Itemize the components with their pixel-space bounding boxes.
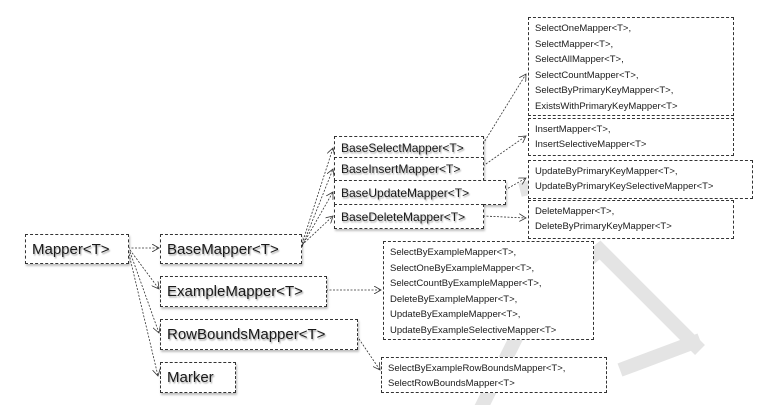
node-label: RowBoundsMapper<T> <box>167 326 326 343</box>
group-item: SelectOneMapper<T>, <box>535 23 632 34</box>
node-label: BaseInsertMapper<T> <box>341 162 461 176</box>
group-item: UpdateByExampleMapper<T>, <box>390 309 521 320</box>
node-baseselectmapper: BaseSelectMapper<T> <box>334 136 484 160</box>
group-item: SelectByExampleRowBoundsMapper<T>, <box>388 363 566 374</box>
arrow-base-to-insert <box>301 169 333 248</box>
arrow-mapper-to-marker <box>128 253 158 376</box>
group-item: SelectCountByExampleMapper<T>, <box>390 278 542 289</box>
node-marker: Marker <box>160 362 236 393</box>
group-item: ExistsWithPrimaryKeyMapper<T> <box>535 100 678 112</box>
arrow-mapper-to-rowboundsmapper <box>129 251 159 333</box>
group-item: UpdateByPrimaryKeyMapper<T>, <box>535 166 678 177</box>
group-select-mappers: SelectOneMapper<T>, SelectMapper<T>, Sel… <box>528 17 734 116</box>
arrow-base-to-select <box>300 148 333 248</box>
group-example-mappers: SelectByExampleMapper<T>, SelectOneByExa… <box>383 241 594 340</box>
group-item: SelectRowBoundsMapper<T> <box>388 378 515 389</box>
node-basedeletemapper: BaseDeleteMapper<T> <box>334 204 484 229</box>
group-item: SelectByPrimaryKeyMapper<T>, <box>535 85 674 96</box>
node-baseinsertmapper: BaseInsertMapper<T> <box>334 157 484 181</box>
group-update-mappers: UpdateByPrimaryKeyMapper<T>, UpdateByPri… <box>528 160 753 199</box>
group-insert-mappers: InsertMapper<T>, InsertSelectiveMapper<T… <box>528 118 734 156</box>
group-item: SelectMapper<T>, <box>535 38 614 50</box>
group-item: DeleteMapper<T>, <box>535 206 615 217</box>
node-basemapper: BaseMapper<T> <box>160 234 302 264</box>
group-rowbounds-mappers: SelectByExampleRowBoundsMapper<T>, Selec… <box>381 357 607 393</box>
arrow-base-to-delete <box>301 216 333 246</box>
group-delete-mappers: DeleteMapper<T>, DeleteByPrimaryKeyMappe… <box>528 200 734 239</box>
group-item: InsertMapper<T>, <box>535 124 611 135</box>
node-label: BaseUpdateMapper<T> <box>341 185 470 200</box>
group-item: SelectOneByExampleMapper<T>, <box>390 262 535 274</box>
node-label: ExampleMapper<T> <box>167 283 303 300</box>
arrow-base-to-update <box>301 192 333 247</box>
node-label: BaseDeleteMapper<T> <box>341 209 466 224</box>
arrow-delete-to-group <box>482 216 526 218</box>
arrow-update-to-group <box>504 178 526 191</box>
node-label: Mapper<T> <box>32 240 110 258</box>
group-item: DeleteByPrimaryKeyMapper<T> <box>535 221 672 232</box>
node-examplemapper: ExampleMapper<T> <box>160 276 327 307</box>
arrow-mapper-to-examplemapper <box>129 249 159 289</box>
arrow-rowbounds-to-group <box>356 335 380 370</box>
watermark-stroke-3 <box>617 333 703 377</box>
node-label: BaseSelectMapper<T> <box>341 141 464 155</box>
group-item: UpdateByPrimaryKeySelectiveMapper<T> <box>535 181 714 192</box>
group-item: SelectByExampleMapper<T>, <box>390 247 517 258</box>
arrow-select-to-group <box>482 74 526 145</box>
arrow-insert-to-group <box>482 136 526 167</box>
node-rowboundsmapper: RowBoundsMapper<T> <box>160 319 358 350</box>
node-label: BaseMapper<T> <box>167 240 279 258</box>
group-item: SelectAllMapper<T>, <box>535 54 624 65</box>
group-item: SelectCountMapper<T>, <box>535 69 639 81</box>
node-baseupdatemapper: BaseUpdateMapper<T> <box>334 180 506 205</box>
node-mapper: Mapper<T> <box>25 234 129 264</box>
group-item: UpdateByExampleSelectiveMapper<T> <box>390 324 557 336</box>
group-item: InsertSelectiveMapper<T> <box>535 139 647 150</box>
node-label: Marker <box>167 369 214 386</box>
group-item: DeleteByExampleMapper<T>, <box>390 293 518 305</box>
